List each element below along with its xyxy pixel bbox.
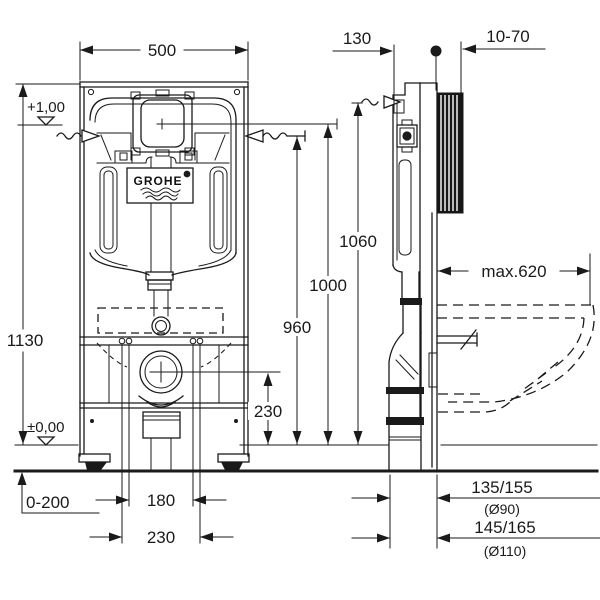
service-opening-dashed	[97, 307, 224, 334]
dim-label-500: 500	[148, 41, 176, 60]
fixing-bolt	[125, 337, 133, 345]
inspection-port	[402, 131, 412, 141]
wc-bowl-dashed-outline	[437, 304, 595, 413]
dimension-drain-height: 230	[248, 373, 288, 445]
wavy-arrow-icon	[383, 95, 402, 109]
fixing-bolt	[196, 337, 204, 345]
grohe-logo-plate: GROHE	[126, 167, 194, 204]
finished-wall-hatch	[436, 92, 464, 214]
grohe-wave-icon	[140, 187, 181, 193]
dim-label-180: 180	[147, 491, 175, 510]
wall-bracket-bolt	[436, 329, 478, 350]
level-label-zero: ±0,00	[27, 419, 64, 436]
actuator-centerline	[166, 118, 338, 130]
wall-section-arrows	[56, 129, 306, 143]
foot-pad	[221, 462, 243, 470]
dim-label-135-155: 135/155	[471, 478, 532, 497]
dim-label-1060: 1060	[339, 232, 377, 251]
dimension-max-depth: max.620	[437, 253, 591, 306]
level-marker-floor: ±0,00	[27, 419, 64, 446]
level-label-plus100: +1,00	[27, 99, 65, 116]
dimension-frame-width: 500	[79, 41, 249, 81]
dim-label-145-165: 145/165	[474, 518, 535, 537]
grohe-brand-text: GROHE	[133, 174, 182, 188]
dim-label-max620: max.620	[481, 262, 546, 281]
dim-label-dia90: (Ø90)	[484, 501, 520, 517]
dimension-drain-offsets: 135/155 (Ø90) 145/165 (Ø110)	[351, 474, 600, 559]
dim-label-130: 130	[343, 29, 371, 48]
dim-label-960: 960	[283, 318, 311, 337]
side-view-frame	[386, 82, 478, 473]
actuator-rod-marker	[430, 45, 442, 91]
dim-label-dia110: (Ø110)	[484, 543, 527, 559]
dimension-frame-depth: 130	[332, 29, 395, 106]
dim-label-230-spacing: 230	[147, 528, 175, 547]
wavy-arrow-icon	[81, 129, 101, 143]
dim-label-1130: 1130	[7, 331, 44, 350]
dimension-wall-finish: 10-70	[460, 27, 546, 94]
registered-trademark-dot	[183, 170, 191, 178]
bowl-outline-hint-dashed	[96, 342, 232, 368]
level-marker-actuator: +1,00	[17, 99, 65, 126]
dim-label-10-70: 10-70	[486, 27, 529, 46]
dimension-heights: 960 1000 1060	[277, 95, 402, 445]
dimension-foot-adjustment: 0-200	[17, 472, 100, 514]
front-view-frame	[79, 81, 249, 457]
front-view-lower	[78, 271, 281, 472]
fixing-bolt	[189, 337, 197, 345]
dim-label-0-200: 0-200	[26, 493, 69, 512]
dimension-bolt-spacings: 180 230	[89, 344, 234, 547]
dim-label-1000: 1000	[309, 276, 347, 295]
actuator-center-mark	[156, 118, 168, 130]
dim-label-230-height: 230	[254, 402, 282, 421]
foot-pad	[85, 462, 107, 470]
drain-centerline	[149, 361, 281, 383]
fixing-bolt	[118, 337, 126, 345]
